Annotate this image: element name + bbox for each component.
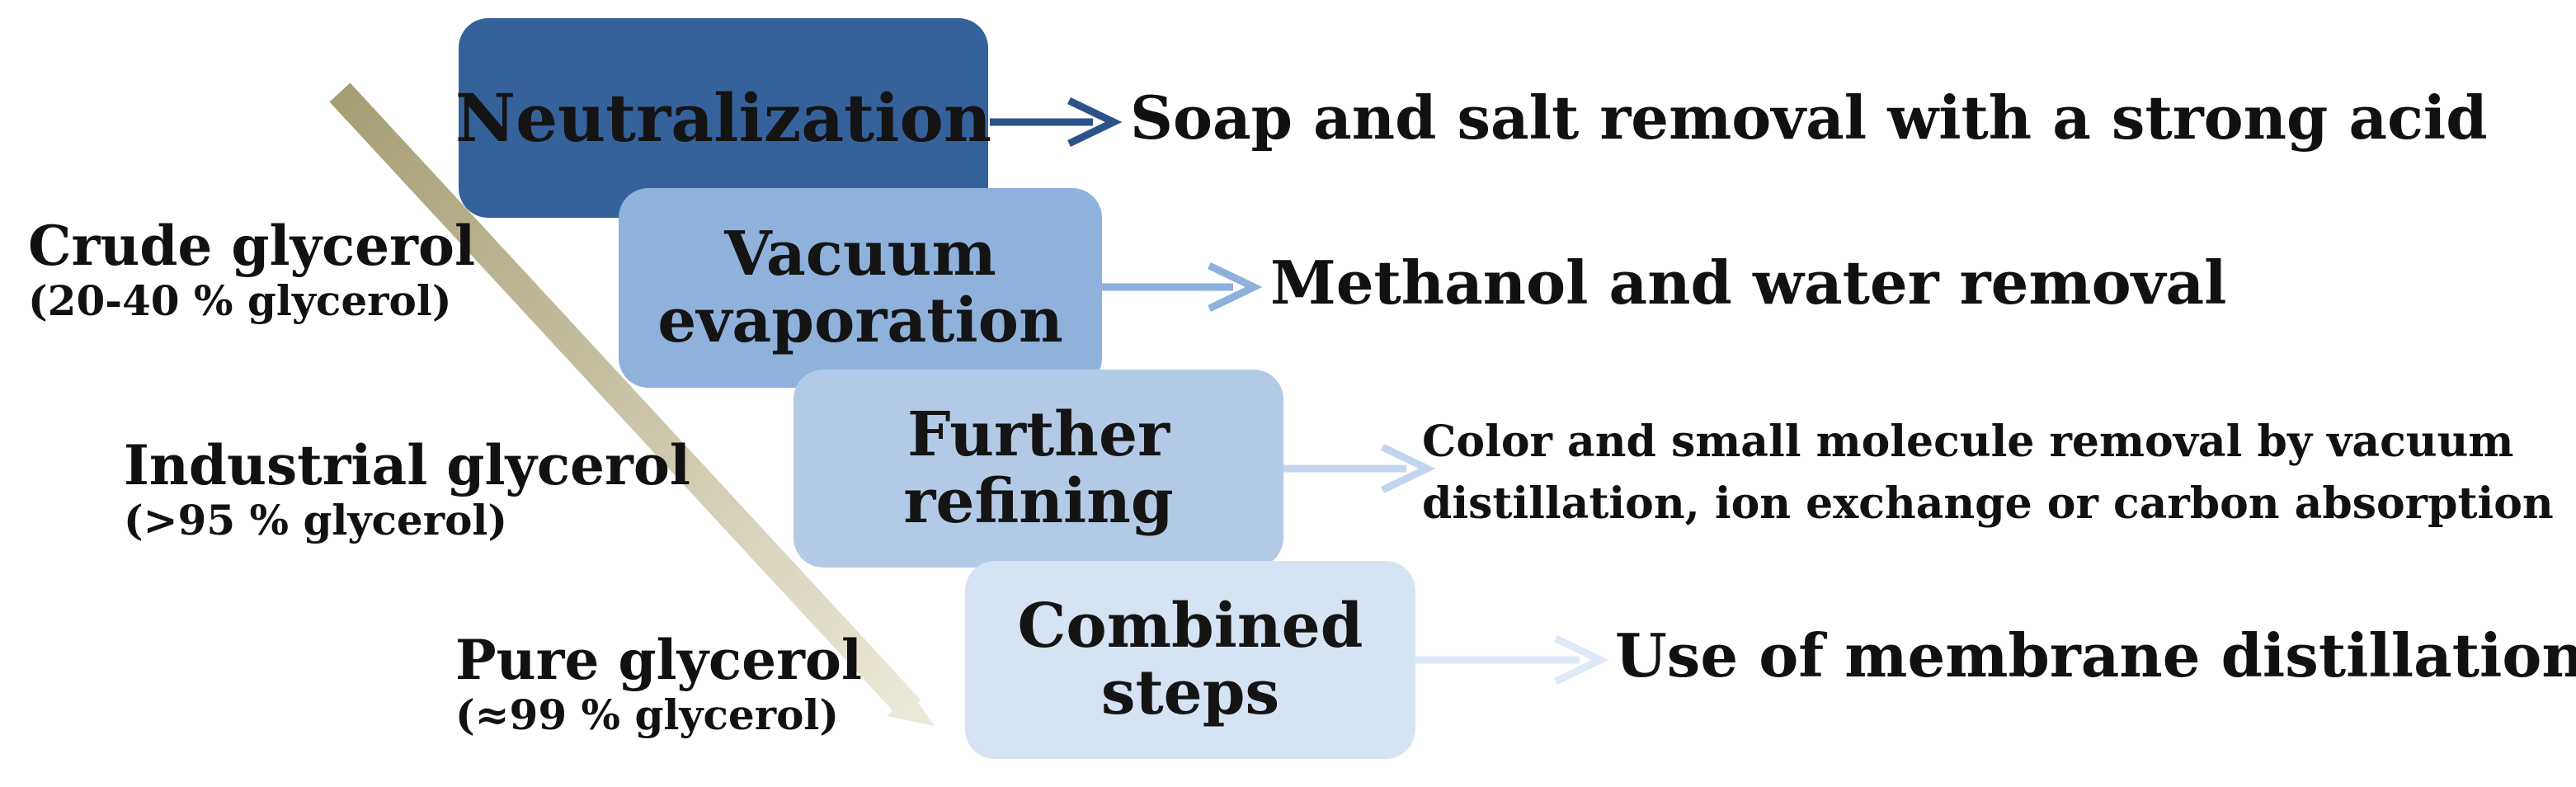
stage-label-industrial: Industrial glycerol (>95 % glycerol) <box>124 436 690 545</box>
result-line1: Methanol and water removal <box>1270 247 2227 318</box>
stage-label-pure: Pure glycerol (≈99 % glycerol) <box>455 630 862 740</box>
step-box-combined-steps: Combined steps <box>965 561 1415 759</box>
stage-label-crude: Crude glycerol (20-40 % glycerol) <box>28 216 475 326</box>
arrow-neutralization-icon <box>990 97 1123 148</box>
step-label-line2: evaporation <box>657 285 1063 356</box>
stage-purity: (20-40 % glycerol) <box>28 276 452 325</box>
result-text-neutralization: Soap and salt removal with a strong acid <box>1130 82 2488 153</box>
result-text-vacuum-evaporation: Methanol and water removal <box>1270 247 2226 318</box>
stage-name: Crude glycerol <box>28 214 476 278</box>
arrow-further-refining-icon <box>1283 443 1436 494</box>
purity-gradient-arrow-icon <box>329 82 935 726</box>
arrow-combined-steps-icon <box>1415 634 1609 686</box>
stage-name: Pure glycerol <box>455 628 862 692</box>
arrow-vacuum-evaporation-icon <box>1102 262 1263 313</box>
step-box-neutralization: Neutralization <box>455 18 991 218</box>
step-box-further-refining: Further refining <box>794 370 1283 568</box>
step-box-vacuum-evaporation: Vacuum evaporation <box>619 188 1102 388</box>
stage-name: Industrial glycerol <box>124 433 690 497</box>
step-label-line1: Neutralization <box>454 79 992 157</box>
stage-purity: (≈99 % glycerol) <box>455 690 840 739</box>
result-line2: distillation, ion exchange or carbon abs… <box>1422 478 2554 530</box>
result-line1: Color and small molecule removal by vacu… <box>1422 417 2514 467</box>
stage-purity: (>95 % glycerol) <box>124 495 508 544</box>
result-line1: Soap and salt removal with a strong acid <box>1130 82 2488 153</box>
step-label-line1: Combined <box>1017 590 1363 662</box>
step-label-line2: steps <box>1100 657 1280 728</box>
step-label-line1: Vacuum <box>724 218 996 290</box>
result-text-combined-steps: Use of membrane distillation <box>1615 620 2576 690</box>
result-text-further-refining: Color and small molecule removal by vacu… <box>1422 411 2554 535</box>
step-label-line2: refining <box>903 466 1174 537</box>
step-label-line1: Further <box>907 398 1170 470</box>
result-line1: Use of membrane distillation <box>1615 620 2576 690</box>
